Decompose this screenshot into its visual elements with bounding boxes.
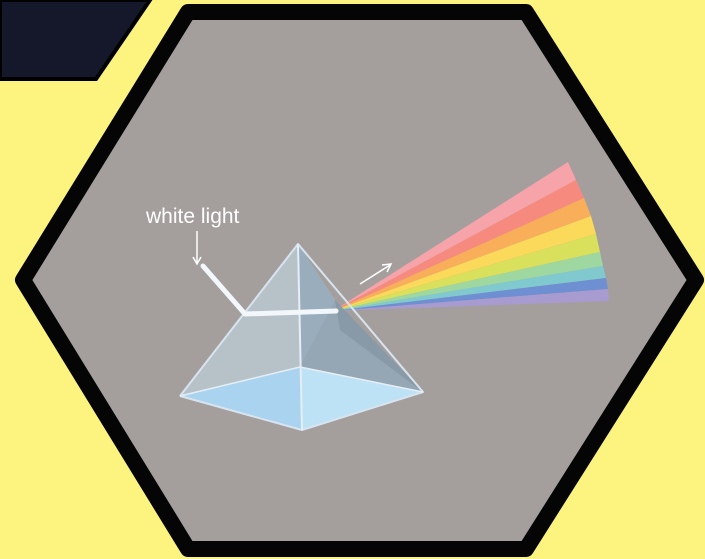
corner-panel	[0, 0, 150, 79]
white-light-label: white light	[145, 205, 240, 228]
